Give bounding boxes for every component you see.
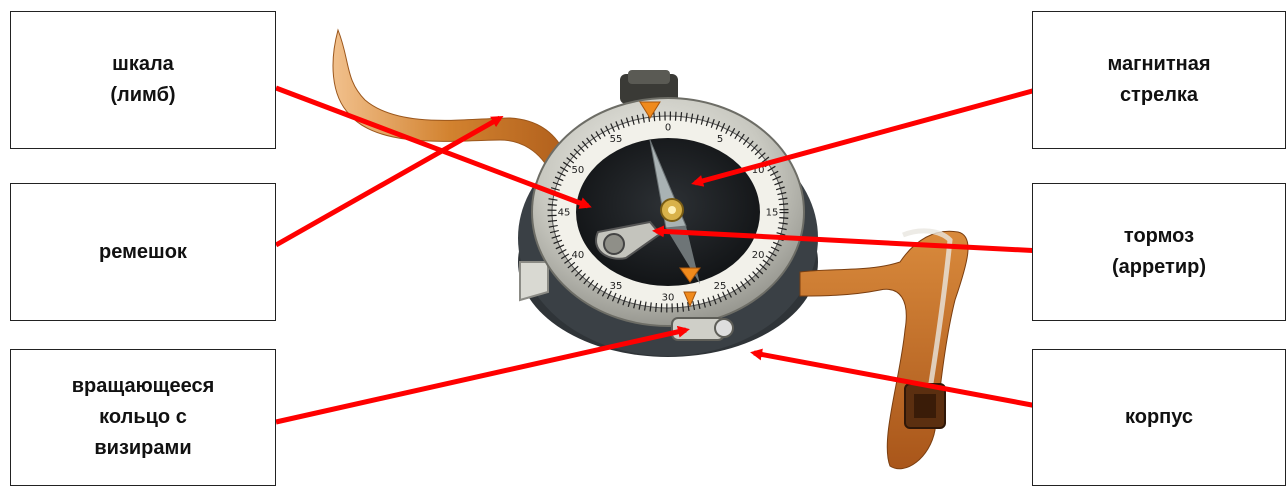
dial-number: 50 [572,165,585,176]
dial-number: 20 [752,250,765,261]
dial-number: 25 [714,281,727,292]
dial-number: 30 [662,293,675,304]
label-strap: ремешок [10,183,276,321]
dial-number: 55 [610,134,623,145]
dial-number: 45 [558,208,571,219]
dial-number: 40 [572,250,585,261]
label-case: корпус [1032,349,1286,486]
strap-right [800,231,968,469]
dial-number: 0 [665,123,671,134]
label-brake: тормоз (арретир) [1032,183,1286,321]
label-scale: шкала (лимб) [10,11,276,149]
dial-number: 10 [752,165,765,176]
dial-number: 35 [610,281,623,292]
label-ring: вращающееся кольцо с визирами [10,349,276,486]
dial-number: 5 [717,134,723,145]
dial-number: 15 [766,208,779,219]
label-needle: магнитная стрелка [1032,11,1286,149]
strap-upper [333,30,568,175]
